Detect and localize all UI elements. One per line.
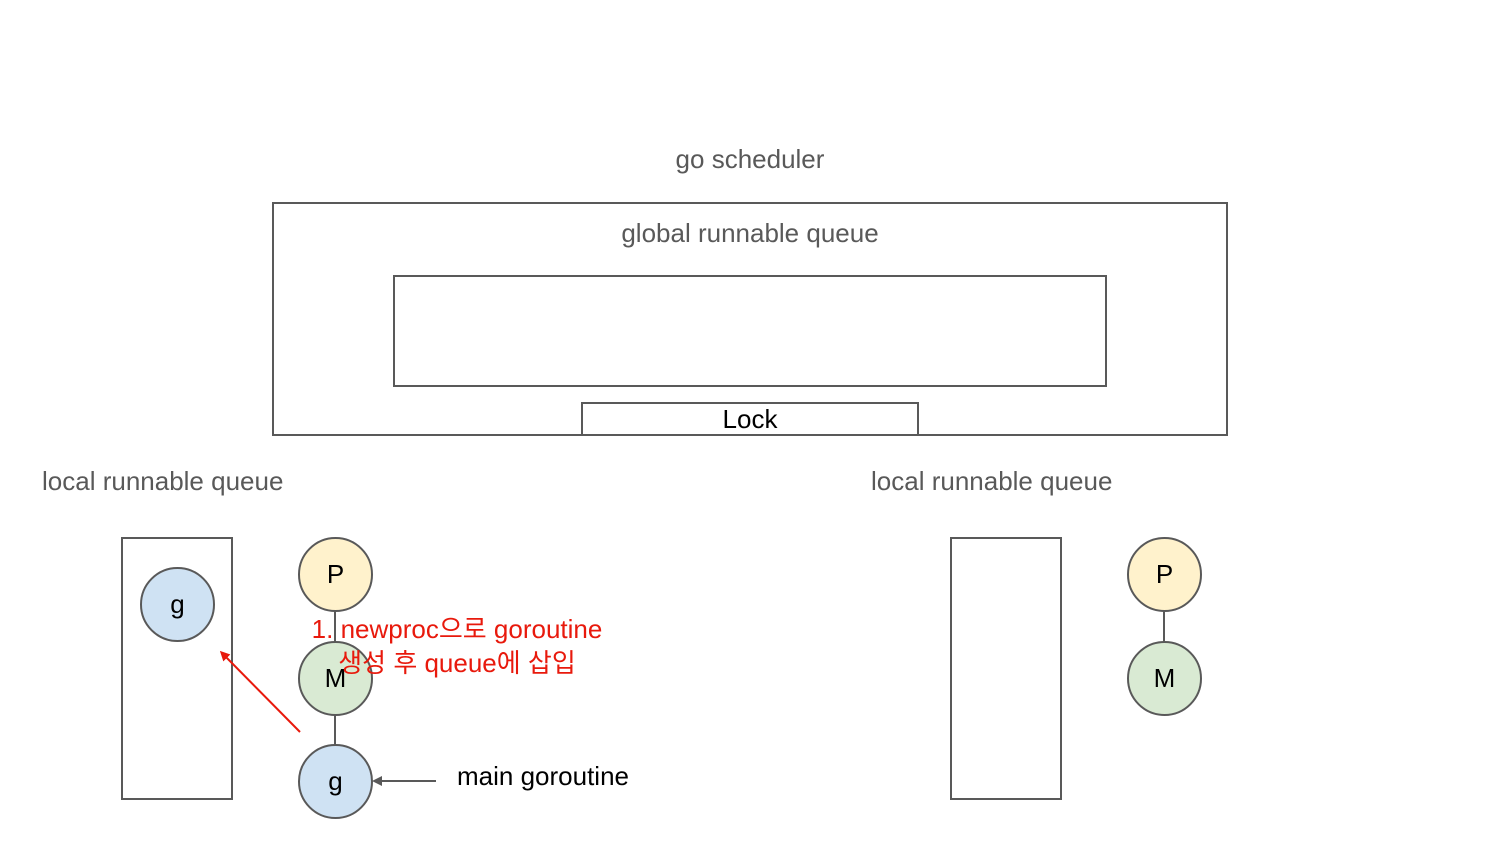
left-running-goroutine-label: g (328, 766, 343, 796)
lock-box: Lock (581, 402, 919, 436)
left-local-queue-label: local runnable queue (42, 466, 284, 496)
left-m-label: M (324, 663, 347, 693)
main-goroutine-label: main goroutine (457, 761, 629, 791)
left-m-g-connector (334, 714, 336, 746)
left-m-node: M (298, 641, 373, 716)
left-queued-goroutine-label: g (170, 589, 185, 619)
newproc-annotation: 1. newproc으로 goroutine 생성 후 queue에 삽입 (292, 612, 622, 680)
right-local-queue-box (950, 537, 1062, 800)
left-p-node: P (298, 537, 373, 612)
left-queued-goroutine: g (140, 567, 215, 642)
newproc-annotation-line1: 1. newproc으로 goroutine (311, 614, 603, 644)
right-m-label: M (1153, 663, 1176, 693)
diagram-title: go scheduler (675, 144, 825, 174)
left-p-label: P (326, 559, 345, 589)
newproc-annotation-line2: 생성 후 queue에 삽입 (338, 648, 576, 678)
global-queue-box (393, 275, 1107, 387)
right-p-node: P (1127, 537, 1202, 612)
right-p-m-connector (1163, 610, 1165, 644)
right-p-label: P (1155, 559, 1174, 589)
left-running-goroutine: g (298, 744, 373, 819)
right-m-node: M (1127, 641, 1202, 716)
right-local-queue-label: local runnable queue (871, 466, 1113, 496)
global-queue-label: global runnable queue (621, 218, 879, 248)
newproc-arrow (219, 650, 301, 733)
lock-label: Lock (722, 403, 778, 434)
left-p-m-connector (334, 610, 336, 644)
